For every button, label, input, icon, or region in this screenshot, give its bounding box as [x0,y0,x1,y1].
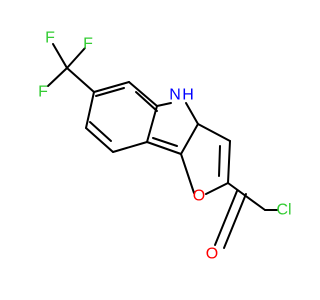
bond-c-f3 [47,67,68,87]
bond-fused-double [152,137,178,147]
bond-f1 [197,123,231,142]
bond-carbonyl [214,190,238,246]
bond-c-f1 [52,43,68,69]
bond-b2-double [135,91,158,112]
bond-f3 [205,182,229,195]
bond-b2 [128,81,158,107]
bond-acyl [227,182,266,211]
bond-b1-double [95,87,125,97]
atom-f1-label: F [45,30,55,47]
bond-n-ring-c [180,123,199,155]
bond-b5 [85,127,114,153]
atom-f2-label: F [83,36,93,53]
atom-o-carbonyl-label: O [206,246,218,263]
bond-b3 [146,105,158,143]
bond-f4 [180,153,195,194]
bond-b1 [93,81,130,93]
bond-n-c [185,102,199,125]
atom-f3-label: F [38,84,48,101]
bond-carbonyl-double [223,193,247,249]
atom-h-label: H [182,87,194,104]
bond-f2-double [218,145,221,177]
bond-fused [146,141,182,155]
molecule-diagram: F F F N H O O Cl [38,30,291,263]
bond-b4 [112,141,148,153]
bond-f2 [227,140,231,184]
atom-n-label: N [169,87,181,104]
atom-cl-label: Cl [276,202,291,219]
bond-c-f2 [66,47,86,69]
structure-svg: F F F N H O O Cl [38,30,291,263]
bond-b6 [85,91,95,129]
atom-o-ring-label: O [193,188,205,205]
bond-b5-double [89,121,112,142]
bond-cf3-ring [66,67,95,93]
bond-c-n [156,102,172,107]
